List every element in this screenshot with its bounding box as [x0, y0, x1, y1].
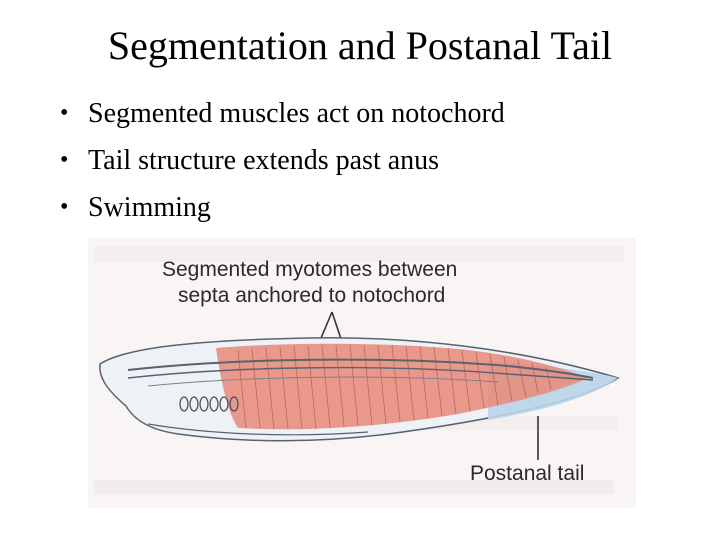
amphioxus-illustration: Segmented myotomes between septa anchore…	[88, 238, 636, 508]
notochord	[127, 358, 594, 379]
ventral-fold	[147, 423, 369, 436]
bullet-dot: •	[60, 147, 69, 173]
bullet-item: • Swimming	[60, 184, 505, 231]
myotome-label-line1: Segmented myotomes between	[162, 258, 457, 281]
bullet-dot: •	[60, 100, 69, 126]
bullet-text: Swimming	[88, 192, 211, 223]
bullet-item: • Tail structure extends past anus	[60, 137, 505, 184]
bleed-through-text	[94, 246, 624, 262]
postanal-tail-label: Postanal tail	[470, 462, 584, 485]
bleed-through-text	[94, 480, 614, 494]
slide-title: Segmentation and Postanal Tail	[107, 23, 613, 68]
bullet-text: Segmented muscles act on notochord	[88, 98, 505, 129]
bullet-list: • Segmented muscles act on notochord • T…	[60, 90, 505, 231]
nerve-cord	[127, 366, 594, 381]
myotome-label-line2: septa anchored to notochord	[178, 284, 445, 307]
gut-line	[147, 376, 499, 387]
amphioxus-figure: Segmented myotomes between septa anchore…	[88, 238, 636, 508]
gill-slits	[179, 396, 239, 412]
bullet-dot: •	[60, 194, 69, 220]
bullet-item: • Segmented muscles act on notochord	[60, 90, 505, 137]
bullet-text: Tail structure extends past anus	[88, 145, 440, 176]
